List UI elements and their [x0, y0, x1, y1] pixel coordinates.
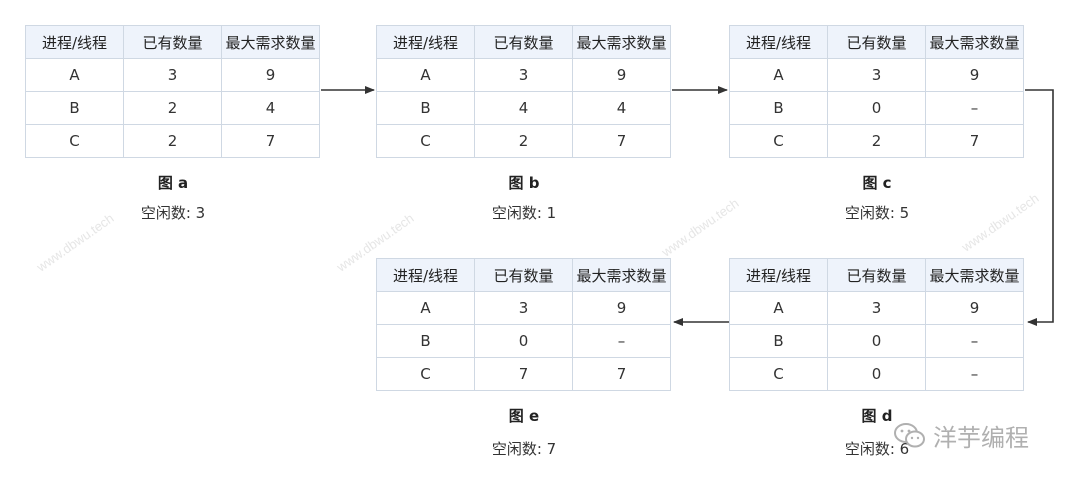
arrow-c-to-d — [1025, 89, 1054, 326]
caption-b: 图 b — [508, 174, 540, 192]
free-count-a: 空闲数: 3 — [140, 204, 206, 222]
table-e: 进程/线程 已有数量 最大需求数量 A 3 9 B 0 – C 7 7 — [376, 258, 671, 391]
table-row: A 3 9 — [729, 58, 1024, 92]
cell-process: A — [25, 58, 124, 92]
table-row: B 0 – — [729, 324, 1024, 358]
cell-max-need: 7 — [572, 357, 671, 391]
free-count-b: 空闲数: 1 — [491, 204, 557, 222]
table-header-row: 进程/线程 已有数量 最大需求数量 — [729, 258, 1024, 292]
table-row: C 0 – — [729, 357, 1024, 391]
wechat-icon — [893, 421, 927, 451]
cell-process: B — [729, 324, 828, 358]
table-row: A 3 9 — [376, 291, 671, 325]
header-process: 进程/线程 — [25, 25, 124, 59]
table-row: A 3 9 — [25, 58, 320, 92]
table-row: C 2 7 — [25, 124, 320, 158]
header-allocated: 已有数量 — [827, 258, 926, 292]
table-row: B 0 – — [376, 324, 671, 358]
table-header-row: 进程/线程 已有数量 最大需求数量 — [376, 258, 671, 292]
header-max-need: 最大需求数量 — [925, 25, 1024, 59]
cell-max-need: – — [925, 357, 1024, 391]
table-row: C 2 7 — [376, 124, 671, 158]
cell-max-need: 9 — [572, 291, 671, 325]
cell-process: A — [729, 58, 828, 92]
cell-max-need: 4 — [221, 91, 320, 125]
table-c: 进程/线程 已有数量 最大需求数量 A 3 9 B 0 – C 2 7 — [729, 25, 1024, 158]
cell-process: B — [376, 324, 475, 358]
header-allocated: 已有数量 — [474, 258, 573, 292]
header-max-need: 最大需求数量 — [572, 25, 671, 59]
cell-process: C — [376, 357, 475, 391]
cell-process: B — [25, 91, 124, 125]
cell-process: B — [376, 91, 475, 125]
cell-allocated: 3 — [827, 291, 926, 325]
cell-max-need: 9 — [925, 58, 1024, 92]
table-d: 进程/线程 已有数量 最大需求数量 A 3 9 B 0 – C 0 – — [729, 258, 1024, 391]
table-row: A 3 9 — [729, 291, 1024, 325]
free-count-e: 空闲数: 7 — [491, 440, 557, 458]
cell-process: C — [729, 124, 828, 158]
free-count-d: 空闲数: 6 — [844, 440, 910, 458]
cell-allocated: 0 — [827, 357, 926, 391]
caption-e: 图 e — [508, 407, 540, 425]
cell-allocated: 3 — [827, 58, 926, 92]
cell-allocated: 0 — [474, 324, 573, 358]
header-process: 进程/线程 — [729, 258, 828, 292]
header-process: 进程/线程 — [376, 25, 475, 59]
cell-process: C — [729, 357, 828, 391]
cell-max-need: 7 — [572, 124, 671, 158]
table-header-row: 进程/线程 已有数量 最大需求数量 — [376, 25, 671, 59]
brand-watermark: 洋芋编程 — [893, 418, 1029, 453]
cell-process: C — [25, 124, 124, 158]
table-row: B 2 4 — [25, 91, 320, 125]
header-allocated: 已有数量 — [827, 25, 926, 59]
header-max-need: 最大需求数量 — [925, 258, 1024, 292]
table-header-row: 进程/线程 已有数量 最大需求数量 — [25, 25, 320, 59]
header-allocated: 已有数量 — [474, 25, 573, 59]
table-row: C 2 7 — [729, 124, 1024, 158]
cell-allocated: 3 — [474, 291, 573, 325]
cell-max-need: 9 — [221, 58, 320, 92]
cell-max-need: 9 — [925, 291, 1024, 325]
table-b: 进程/线程 已有数量 最大需求数量 A 3 9 B 4 4 C 2 7 — [376, 25, 671, 158]
table-row: C 7 7 — [376, 357, 671, 391]
cell-process: A — [376, 291, 475, 325]
cell-max-need: – — [925, 324, 1024, 358]
table-a: 进程/线程 已有数量 最大需求数量 A 3 9 B 2 4 C 2 7 — [25, 25, 320, 158]
cell-process: C — [376, 124, 475, 158]
free-count-c: 空闲数: 5 — [844, 204, 910, 222]
cell-max-need: 7 — [925, 124, 1024, 158]
header-max-need: 最大需求数量 — [572, 258, 671, 292]
cell-allocated: 4 — [474, 91, 573, 125]
cell-max-need: 7 — [221, 124, 320, 158]
cell-allocated: 7 — [474, 357, 573, 391]
brand-name: 洋芋编程 — [933, 424, 1029, 452]
caption-c: 图 c — [862, 174, 892, 192]
caption-d: 图 d — [861, 407, 893, 425]
cell-allocated: 3 — [474, 58, 573, 92]
caption-a: 图 a — [157, 174, 189, 192]
